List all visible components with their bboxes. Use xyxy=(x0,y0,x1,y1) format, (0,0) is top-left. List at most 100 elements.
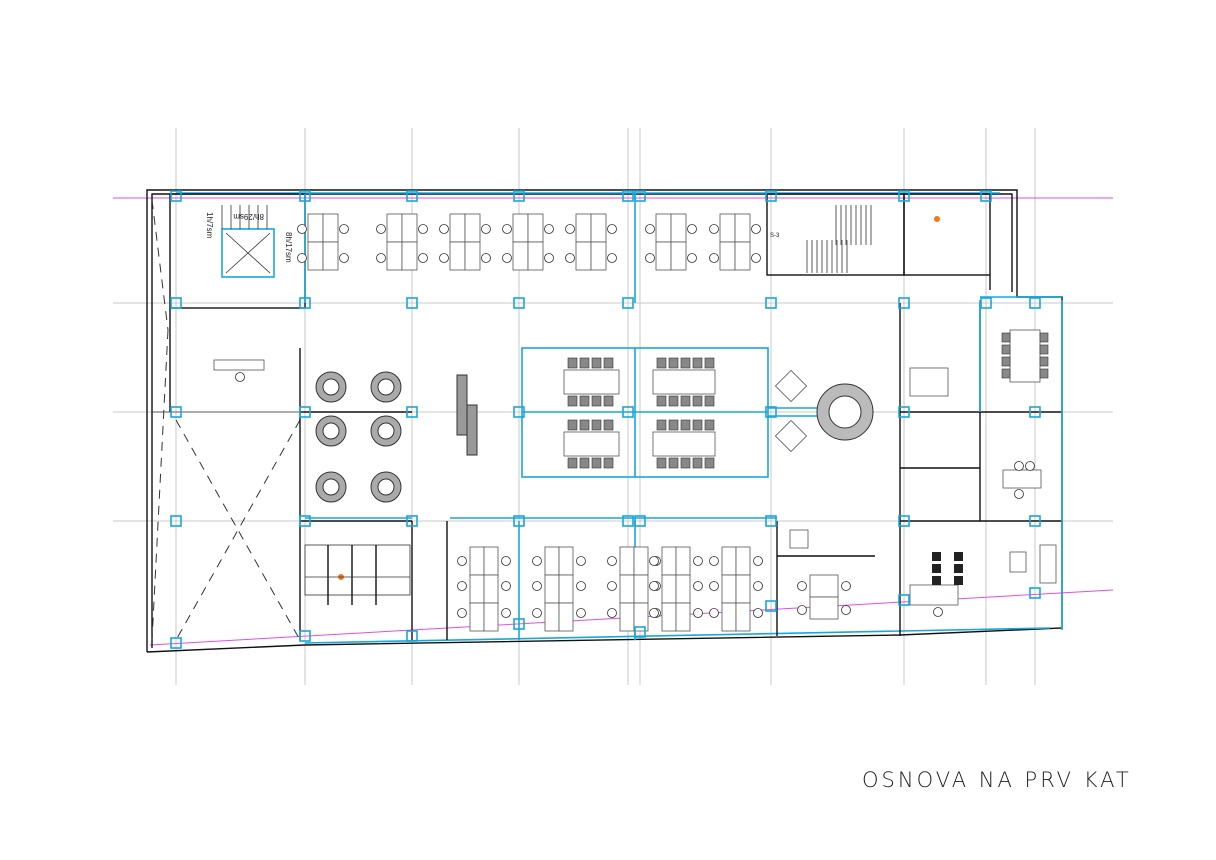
chair-icon xyxy=(501,556,511,566)
desk xyxy=(633,574,649,604)
desk xyxy=(469,574,485,604)
chair-icon xyxy=(687,253,697,263)
column xyxy=(898,297,910,309)
column xyxy=(898,515,910,527)
chair-icon xyxy=(797,605,807,615)
column xyxy=(765,600,777,612)
void-opening xyxy=(151,199,301,641)
chair-icon xyxy=(693,608,703,618)
furniture xyxy=(235,213,1049,632)
chair-icon xyxy=(656,419,667,431)
chair-icon xyxy=(692,357,703,369)
chair-icon xyxy=(668,395,679,407)
chair-icon xyxy=(753,556,763,566)
chair-icon xyxy=(576,608,586,618)
desk xyxy=(619,546,635,576)
chair-icon xyxy=(565,253,575,263)
column xyxy=(622,515,634,527)
chair-icon xyxy=(1001,356,1011,367)
chair-icon xyxy=(704,419,715,431)
desk xyxy=(483,602,499,632)
column xyxy=(406,406,418,418)
columns xyxy=(170,190,1041,649)
desk xyxy=(575,213,592,243)
chair-icon xyxy=(418,224,428,234)
chair-icon xyxy=(579,419,590,431)
chair-icon xyxy=(1014,489,1024,499)
chair-icon xyxy=(704,395,715,407)
column xyxy=(170,297,182,309)
chair-icon xyxy=(591,357,602,369)
chair-icon xyxy=(932,552,941,561)
chair-icon xyxy=(649,581,659,591)
chair-icon xyxy=(704,357,715,369)
chair-icon xyxy=(1039,368,1049,379)
chair-icon xyxy=(692,457,703,469)
column xyxy=(765,406,777,418)
chair-icon xyxy=(1039,344,1049,355)
chair-icon xyxy=(603,395,614,407)
column xyxy=(513,190,525,202)
column xyxy=(299,515,311,527)
chair-icon xyxy=(579,457,590,469)
reception-desk xyxy=(213,359,265,371)
elevator xyxy=(221,228,275,278)
desk xyxy=(619,602,635,632)
column xyxy=(1029,406,1041,418)
desk xyxy=(512,213,529,243)
column xyxy=(513,297,525,309)
cabinet xyxy=(789,529,809,549)
desk xyxy=(386,241,403,271)
interior-walls xyxy=(169,193,1062,640)
chair-icon xyxy=(797,581,807,591)
chair-icon xyxy=(457,581,467,591)
desk xyxy=(401,213,418,243)
desk xyxy=(307,213,324,243)
column xyxy=(170,190,182,202)
fixture-marker xyxy=(934,216,940,222)
side-table xyxy=(774,369,808,403)
chair-icon xyxy=(502,253,512,263)
desk xyxy=(590,241,607,271)
column xyxy=(898,406,910,418)
chair-icon xyxy=(933,607,943,617)
phone-booths xyxy=(304,544,411,605)
chair-icon xyxy=(841,605,851,615)
chair-icon xyxy=(656,457,667,469)
staircase xyxy=(221,205,872,273)
chair-icon xyxy=(954,564,963,573)
lounge-chair-seat xyxy=(377,378,395,396)
lounge-pod-center xyxy=(828,395,862,429)
column xyxy=(765,190,777,202)
chair-icon xyxy=(481,224,491,234)
column xyxy=(406,630,418,642)
desk xyxy=(590,213,607,243)
column xyxy=(622,297,634,309)
column xyxy=(765,297,777,309)
lounge-chair-seat xyxy=(377,422,395,440)
chair-icon xyxy=(376,224,386,234)
desk xyxy=(464,213,481,243)
desk xyxy=(544,574,560,604)
desk xyxy=(721,602,737,632)
chair-icon xyxy=(645,253,655,263)
desk xyxy=(469,546,485,576)
chair-icon xyxy=(709,253,719,263)
meeting-table xyxy=(652,369,716,395)
standing-desk xyxy=(456,374,478,456)
chair-icon xyxy=(567,419,578,431)
chair-icon xyxy=(591,457,602,469)
column xyxy=(898,594,910,606)
chair-icon xyxy=(668,457,679,469)
desk xyxy=(719,241,736,271)
desk xyxy=(670,241,687,271)
chair-icon xyxy=(591,395,602,407)
chair-icon xyxy=(687,224,697,234)
chair-icon xyxy=(680,357,691,369)
desk xyxy=(734,241,751,271)
desk xyxy=(469,602,485,632)
chair-icon xyxy=(709,608,719,618)
chair-icon xyxy=(439,253,449,263)
chair-icon xyxy=(457,608,467,618)
meeting-table xyxy=(652,431,716,457)
